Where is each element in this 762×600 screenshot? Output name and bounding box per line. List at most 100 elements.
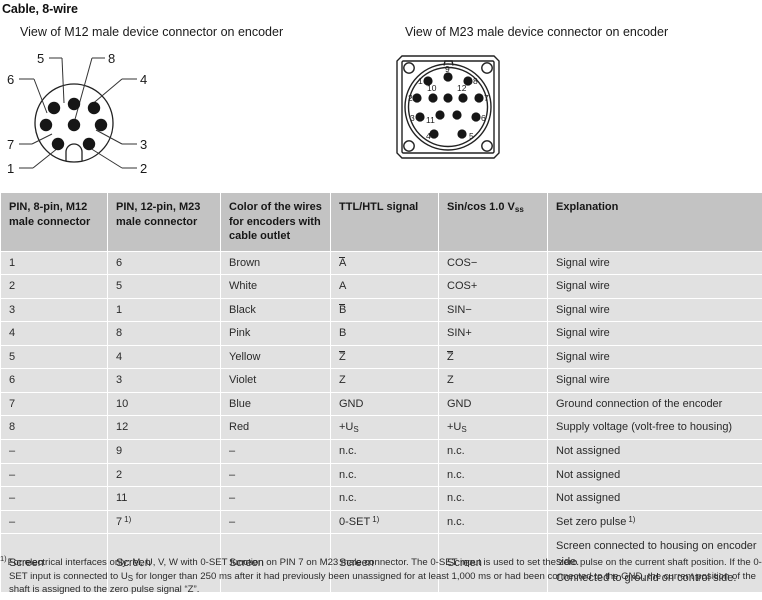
cell-sincos-signal: COS−	[439, 251, 547, 275]
cell-m12-pin-text: –	[9, 445, 16, 457]
cell-m12-pin-text: 8	[9, 421, 16, 434]
cell-m12-pin-text: 2	[9, 280, 16, 293]
footnote-sub: S	[127, 573, 134, 583]
cell-ttl-signal: Screen	[331, 534, 438, 592]
cell-ttl-signal-base: +U	[339, 421, 354, 434]
cell-explanation: Signal wire	[548, 275, 762, 298]
cell-ttl-signal-text: A	[339, 280, 347, 293]
cell-m12-pin: –	[1, 463, 107, 487]
cell-explanation: Signal wire	[548, 251, 762, 275]
table-row: –9–n.c.n.c.Not assigned	[1, 440, 762, 463]
cell-ttl-signal-text: Z	[339, 374, 346, 387]
m12-pin-label-4: 4	[140, 72, 147, 87]
m23-pin-label-7: 7	[484, 93, 489, 103]
cell-ttl-signal: n.c.	[331, 440, 438, 463]
cell-wire-color: –	[221, 463, 330, 487]
cell-m23-pin: 3	[108, 369, 220, 392]
cell-m12-pin: 2	[1, 275, 107, 298]
cell-sincos-signal: GND	[439, 392, 547, 416]
cell-m23-pin: 5	[108, 275, 220, 298]
cell-m23-pin-text: 12	[116, 421, 129, 434]
cell-m12-pin-text: –	[9, 515, 16, 528]
cell-sincos-signal-text: COS−	[447, 256, 478, 269]
cell-sincos-signal: n.c.	[439, 463, 547, 487]
cell-m23-pin-text: 7	[116, 515, 123, 528]
m12-pin-label-2: 2	[140, 161, 147, 176]
cell-ttl-signal-footnote: 1)	[372, 514, 380, 524]
cell-m12-pin: 4	[1, 322, 107, 345]
cell-wire-color: Screen	[221, 534, 330, 592]
m12-diagram-caption: View of M12 male device connector on enc…	[20, 25, 284, 39]
cell-ttl-signal-text: 0-SET	[339, 515, 371, 528]
cell-m12-pin-text: –	[9, 492, 16, 505]
cell-sincos-signal: COS+	[439, 275, 547, 298]
m12-pin-label-3: 3	[140, 137, 147, 152]
cell-ttl-signal: +US	[331, 416, 438, 439]
cell-ttl-signal-sub: S	[353, 425, 359, 435]
cell-wire-color-text: Pink	[229, 327, 251, 340]
cell-m23-pin-text: 4	[116, 350, 123, 363]
cell-m12-pin-text: –	[9, 468, 16, 481]
cell-sincos-signal-text: SIN−	[447, 303, 472, 316]
cell-ttl-signal-text: Screen	[339, 556, 374, 569]
table-row: –2–n.c.n.c.Not assigned	[1, 463, 762, 487]
table-header-row: PIN, 8-pin, M12 male connector PIN, 12-p…	[1, 193, 762, 251]
cell-ttl-signal: B	[331, 298, 438, 322]
cell-m12-pin: 8	[1, 416, 107, 439]
cell-m23-pin: 11	[108, 487, 220, 510]
cell-m23-pin-text: 3	[116, 374, 123, 387]
cell-m23-pin: 4	[108, 345, 220, 369]
table-row: –11–n.c.n.c.Not assigned	[1, 487, 762, 510]
cell-wire-color-text: Screen	[229, 556, 264, 569]
m23-pin-label-2: 2	[408, 93, 413, 103]
cell-wire-color: Violet	[221, 369, 330, 392]
cell-m12-pin-text: 4	[9, 327, 16, 340]
cell-sincos-signal-text: n.c.	[447, 515, 465, 528]
cell-wire-color-text: –	[229, 515, 236, 528]
cell-sincos-signal: Screen	[439, 534, 547, 592]
cell-m23-pin-text: 6	[116, 256, 123, 269]
cell-sincos-signal: n.c.	[439, 440, 547, 463]
m23-pin-label-4: 4	[426, 131, 431, 141]
cell-m23-pin-text: Screen	[116, 556, 151, 569]
cell-m12-pin: 1	[1, 251, 107, 275]
cell-ttl-signal-overline: A	[339, 256, 347, 269]
cell-sincos-signal: SIN−	[439, 298, 547, 322]
cell-m12-pin: 5	[1, 345, 107, 369]
cell-wire-color: Pink	[221, 322, 330, 345]
col-header-m12-pin: PIN, 8-pin, M12 male connector	[1, 193, 107, 251]
cell-ttl-signal: B	[331, 322, 438, 345]
cell-sincos-signal-sub: S	[461, 425, 467, 435]
cell-ttl-signal-text: GND	[339, 397, 364, 410]
cell-sincos-signal-overline: Z	[447, 350, 454, 363]
m23-pin-label-3: 3	[410, 113, 415, 123]
cell-sincos-signal-text: SIN+	[447, 327, 472, 340]
cell-wire-color-text: –	[229, 468, 236, 481]
cell-m12-pin-text: 1	[9, 256, 16, 269]
m12-pin-label-5: 5	[37, 51, 44, 66]
page-title: Cable, 8-wire	[2, 2, 78, 16]
cell-explanation-footnote: 1)	[628, 514, 636, 524]
footnote-text-part1: For electrical interfaces only: M, U, V,…	[7, 557, 762, 582]
cell-ttl-signal: n.c.	[331, 487, 438, 510]
cell-wire-color: White	[221, 275, 330, 298]
cell-wire-color-text: Yellow	[229, 350, 261, 363]
cell-m12-pin-text: 7	[9, 397, 16, 410]
cell-sincos-signal: +US	[439, 416, 547, 439]
cell-m23-pin-text: 2	[116, 468, 123, 481]
cell-m23-pin: 1	[108, 298, 220, 322]
footnote-text-part2: for longer than 250 ms after it had prev…	[9, 570, 756, 596]
cell-wire-color-text: Brown	[229, 256, 261, 269]
cell-sincos-signal-text: COS+	[447, 280, 478, 293]
cell-m12-pin: 3	[1, 298, 107, 322]
cell-ttl-signal: n.c.	[331, 463, 438, 487]
cell-wire-color-text: White	[229, 280, 258, 293]
